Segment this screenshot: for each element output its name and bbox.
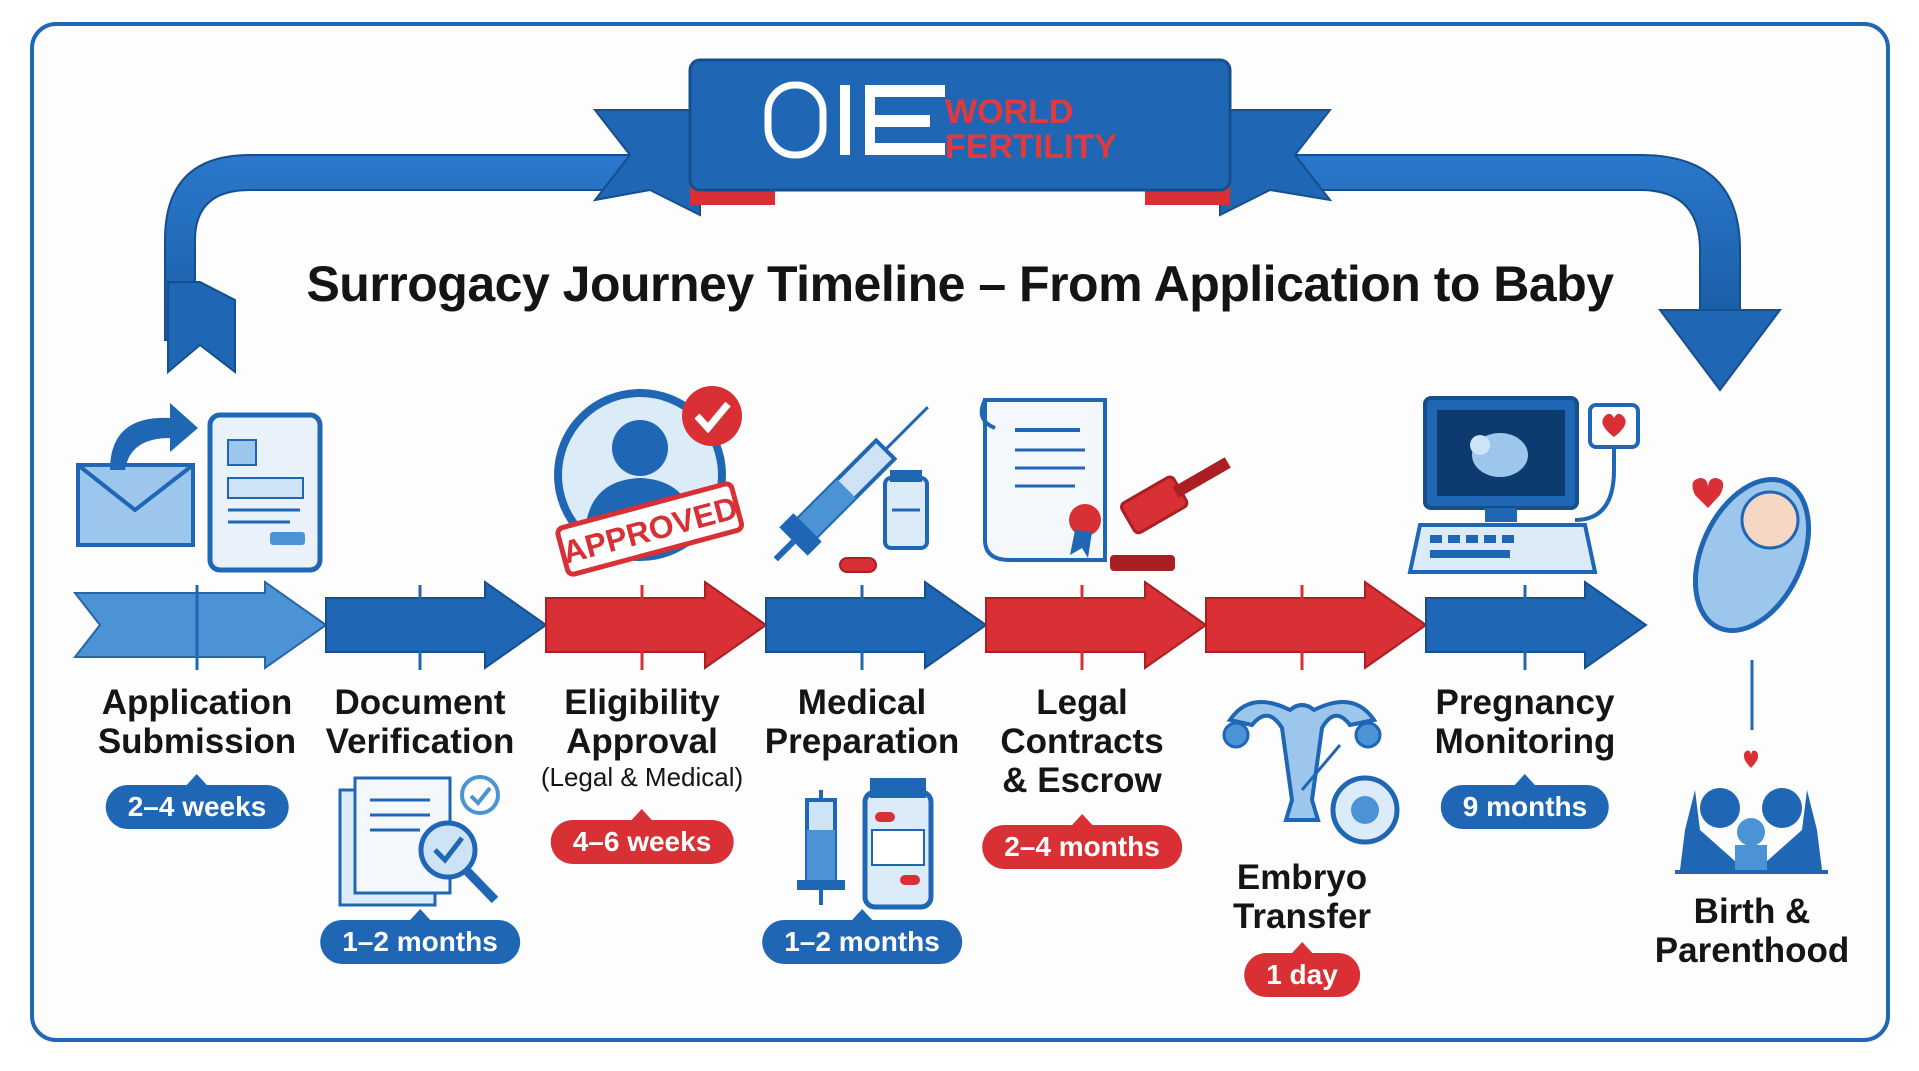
duration-badge-legal: 2–4 months [982,814,1182,869]
right-ribbon-arrowhead [1658,309,1782,392]
step-1-line1: Application [101,683,293,722]
duration-badge-embryo: 1 day [1244,942,1360,997]
step-4-line2: Preparation [764,722,960,761]
arrow-6 [1205,580,1428,670]
step-2-line1: Document [334,683,506,722]
timeline-arrows [72,580,1754,730]
step-3-line2: Approval [566,722,718,761]
step-3-line1: Eligibility [564,683,720,722]
left-ribbon-tail [167,281,236,375]
logo-line1: WORLD [945,93,1073,131]
envelope-icon [76,403,198,547]
arrow-7 [1425,580,1648,670]
step-8-line2: Parenthood [1654,931,1850,970]
step-label-medical: Medical Preparation [747,683,977,761]
step-7-line2: Monitoring [1434,722,1616,761]
approved-avatar-icon: APPROVED [554,386,745,577]
step-6-line1: Embryo [1236,858,1368,897]
duration-badge-pregnancy: 9 months [1440,774,1610,829]
pill-bottle-icon [797,778,934,910]
tablet-icon [207,412,323,573]
logo-line2: FERTILITY [945,128,1117,166]
step-label-birth: Birth & Parenthood [1637,892,1867,970]
ultrasound-monitor-icon [1407,396,1640,574]
step-label-embryo: Embryo Transfer [1187,858,1417,936]
syringe-vial-icon [773,406,929,573]
step-5-line1: Legal [1036,683,1128,722]
step-5-line3: & Escrow [1002,761,1162,800]
contract-gavel-icon [979,398,1231,571]
banner-right-fold [1219,109,1333,217]
step-label-pregnancy: Pregnancy Monitoring [1410,683,1640,761]
arrow-1 [72,580,328,670]
banner [688,58,1232,192]
step-label-application: Application Submission [82,683,312,761]
duration-badge-eligibility: 4–6 weeks [550,809,734,864]
logo: WORLD FERTILITY [764,81,1117,166]
left-ribbon [164,154,661,341]
arrow-5 [985,580,1208,670]
arrow-3 [545,580,768,670]
step-2-line2: Verification [325,722,515,761]
arrow-2 [325,580,548,670]
duration-badge-application: 2–4 weeks [105,774,289,829]
step-4-line1: Medical [797,683,927,722]
step-5-line2: Contracts [1000,722,1164,761]
step-7-line1: Pregnancy [1435,683,1615,722]
uterus-embryo-icon [1222,700,1400,845]
baby-icon [1692,476,1812,634]
arrow-4 [765,580,988,670]
duration-badge-medical: 1–2 months [762,909,962,964]
step-label-document: Document Verification [305,683,535,761]
step-6-line2: Transfer [1232,897,1372,936]
step-3-sub: (Legal & Medical) [540,762,744,792]
step-8-line1: Birth & [1693,892,1811,931]
step-label-legal: Legal Contracts & Escrow [967,683,1197,800]
family-icon [1675,750,1828,874]
step-1-line2: Submission [97,722,297,761]
duration-badge-document: 1–2 months [320,909,520,964]
step-label-eligibility: Eligibility Approval (Legal & Medical) [527,683,757,793]
page-title: Surrogacy Journey Timeline – From Applic… [306,256,1614,312]
documents-magnifier-icon [338,775,500,907]
